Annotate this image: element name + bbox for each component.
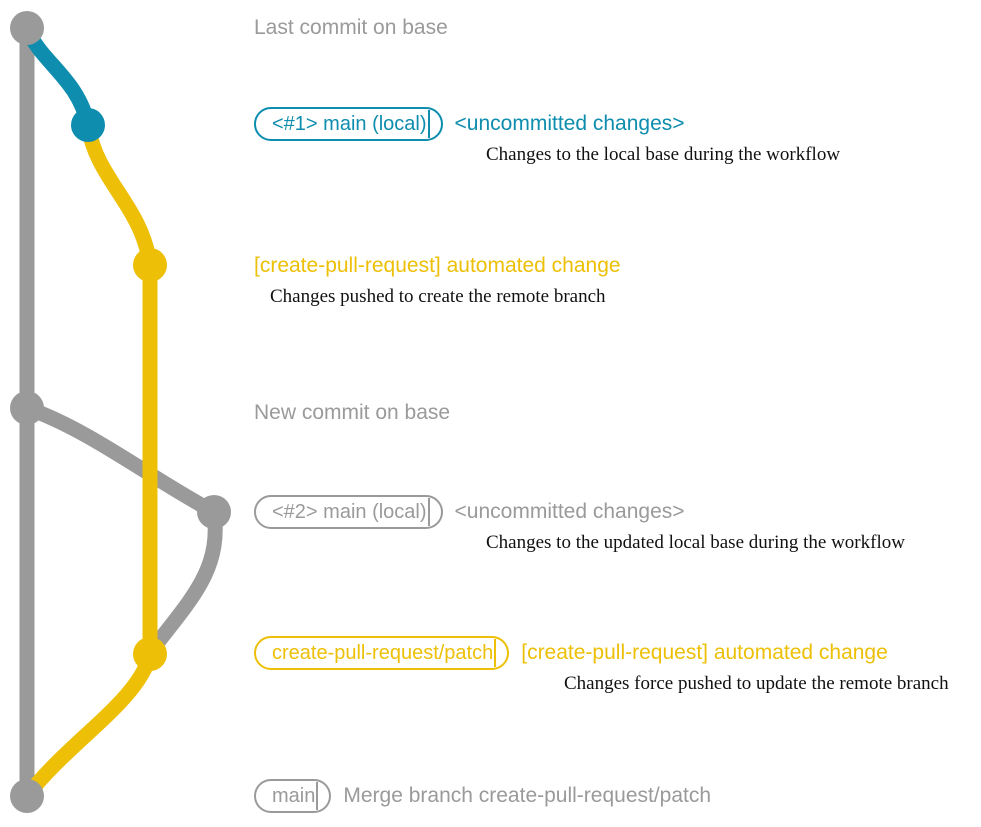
commit-row-last-commit: Last commit on base [254,11,448,45]
ref-pill-main-local-2[interactable]: <#2> main (local) [254,495,443,529]
local1-to-patch1-edge [80,117,158,273]
commit-row-patch-1: [create-pull-request] automated change C… [254,249,621,308]
commit-node-local-1 [71,108,105,142]
commit-node-base-top [10,11,44,45]
commit-row-local-2: <#2> main (local) <uncommitted changes> … [254,495,905,554]
commit-row-merge: main Merge branch create-pull-request/pa… [254,779,711,813]
commit-subject-local-1: <uncommitted changes> [454,112,685,135]
commit-row-local-1: <#1> main (local) <uncommitted changes> … [254,107,840,166]
ref-pill-create-pull-request-patch[interactable]: create-pull-request/patch [254,636,510,670]
commit-body-patch-1: Changes pushed to create the remote bran… [270,286,606,307]
commit-row-new-commit: New commit on base [254,396,450,430]
commit-node-base-new [10,391,44,425]
commit-body-local-2: Changes to the updated local base during… [486,532,905,553]
commit-body-patch-2: Changes force pushed to update the remot… [564,673,949,694]
commit-node-local-2 [197,495,231,529]
commit-node-patch-2 [133,637,167,671]
commit-node-patch-1 [133,248,167,282]
commit-body-local-1: Changes to the local base during the wor… [486,144,841,165]
commit-subject-merge: Merge branch create-pull-request/patch [343,784,712,807]
commit-node-base-merge [10,779,44,813]
commit-subject-patch-2: [create-pull-request] automated change [521,641,888,664]
ref-pill-main-local-1[interactable]: <#1> main (local) [254,107,443,141]
base-to-local2-edge [19,400,222,520]
commit-subject-new-commit: New commit on base [254,401,451,424]
ref-pill-main[interactable]: main [254,779,332,813]
patch2-to-merge-edge [19,646,158,804]
commit-row-patch-2: create-pull-request/patch [create-pull-r… [254,636,949,695]
commit-subject-last-commit: Last commit on base [254,16,448,39]
commit-subject-patch-1: [create-pull-request] automated change [254,254,621,277]
commit-subject-local-2: <uncommitted changes> [454,500,685,523]
base-to-local1-edge [19,20,96,133]
local2-to-patch2-edge [144,504,223,658]
